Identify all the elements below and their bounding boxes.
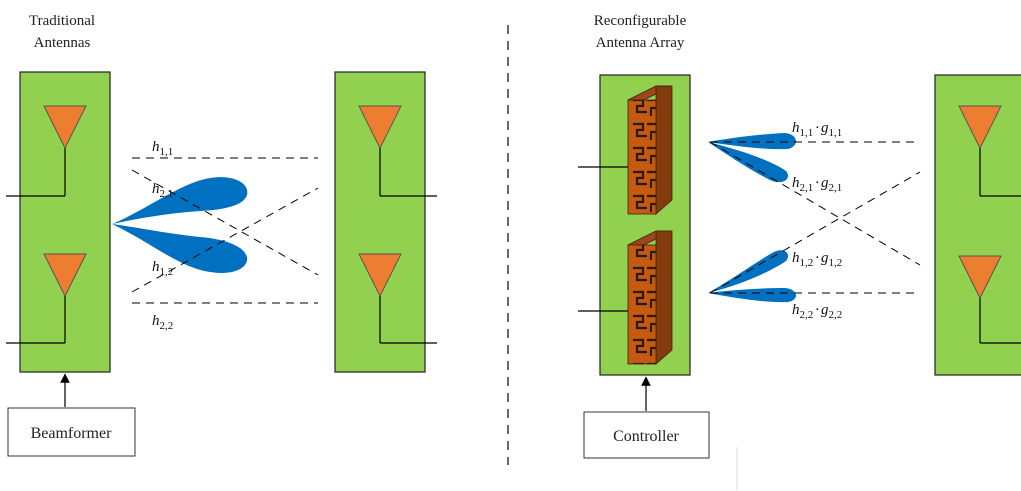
right-beam-1 [708, 133, 796, 150]
right-channel-label-1: h1,1·g1,1 [792, 120, 842, 139]
left-beam-lower [112, 224, 248, 273]
left-channel-label-3: h1,2 [152, 259, 173, 278]
beamformer-box [7, 407, 136, 457]
right-beam-4 [708, 288, 796, 303]
controller-box [583, 411, 710, 459]
beamformer-label: Beamformer [31, 425, 113, 442]
reconfigurable-element-1 [627, 85, 673, 215]
right-channel-label-4: h2,2·g2,2 [792, 302, 842, 321]
left-rx-antenna-1 [358, 105, 402, 196]
left-title-line2: Antennas [34, 35, 91, 51]
right-title-line2: Antenna Array [596, 35, 685, 51]
traditional-antennas-section: Traditional Antennas h1,1 h2,1 h1, [6, 13, 437, 457]
right-title-line1: Reconfigurable [594, 13, 687, 29]
left-channel-label-2: h2,1 [152, 181, 173, 200]
left-rx-antenna-2 [358, 253, 402, 343]
right-channel-label-2: h2,1·g2,1 [792, 175, 842, 194]
left-channel-label-4: h2,2 [152, 313, 173, 332]
reconfigurable-array-section: Reconfigurable Antenna Array [578, 13, 1021, 490]
left-beam-upper [112, 177, 248, 224]
right-channel-label-3: h1,2·g1,2 [792, 250, 842, 269]
right-rx-antenna-2 [958, 255, 1021, 344]
left-tx-antenna-1 [43, 105, 87, 196]
controller-label: Controller [613, 428, 679, 445]
left-title-line1: Traditional [29, 13, 95, 29]
left-tx-antenna-2 [43, 253, 87, 343]
right-rx-antenna-1 [958, 105, 1021, 197]
reconfigurable-element-2 [627, 230, 673, 365]
left-channel-lines [131, 157, 319, 304]
left-channel-label-1: h1,1 [152, 139, 173, 158]
right-channel-lines [709, 141, 921, 294]
